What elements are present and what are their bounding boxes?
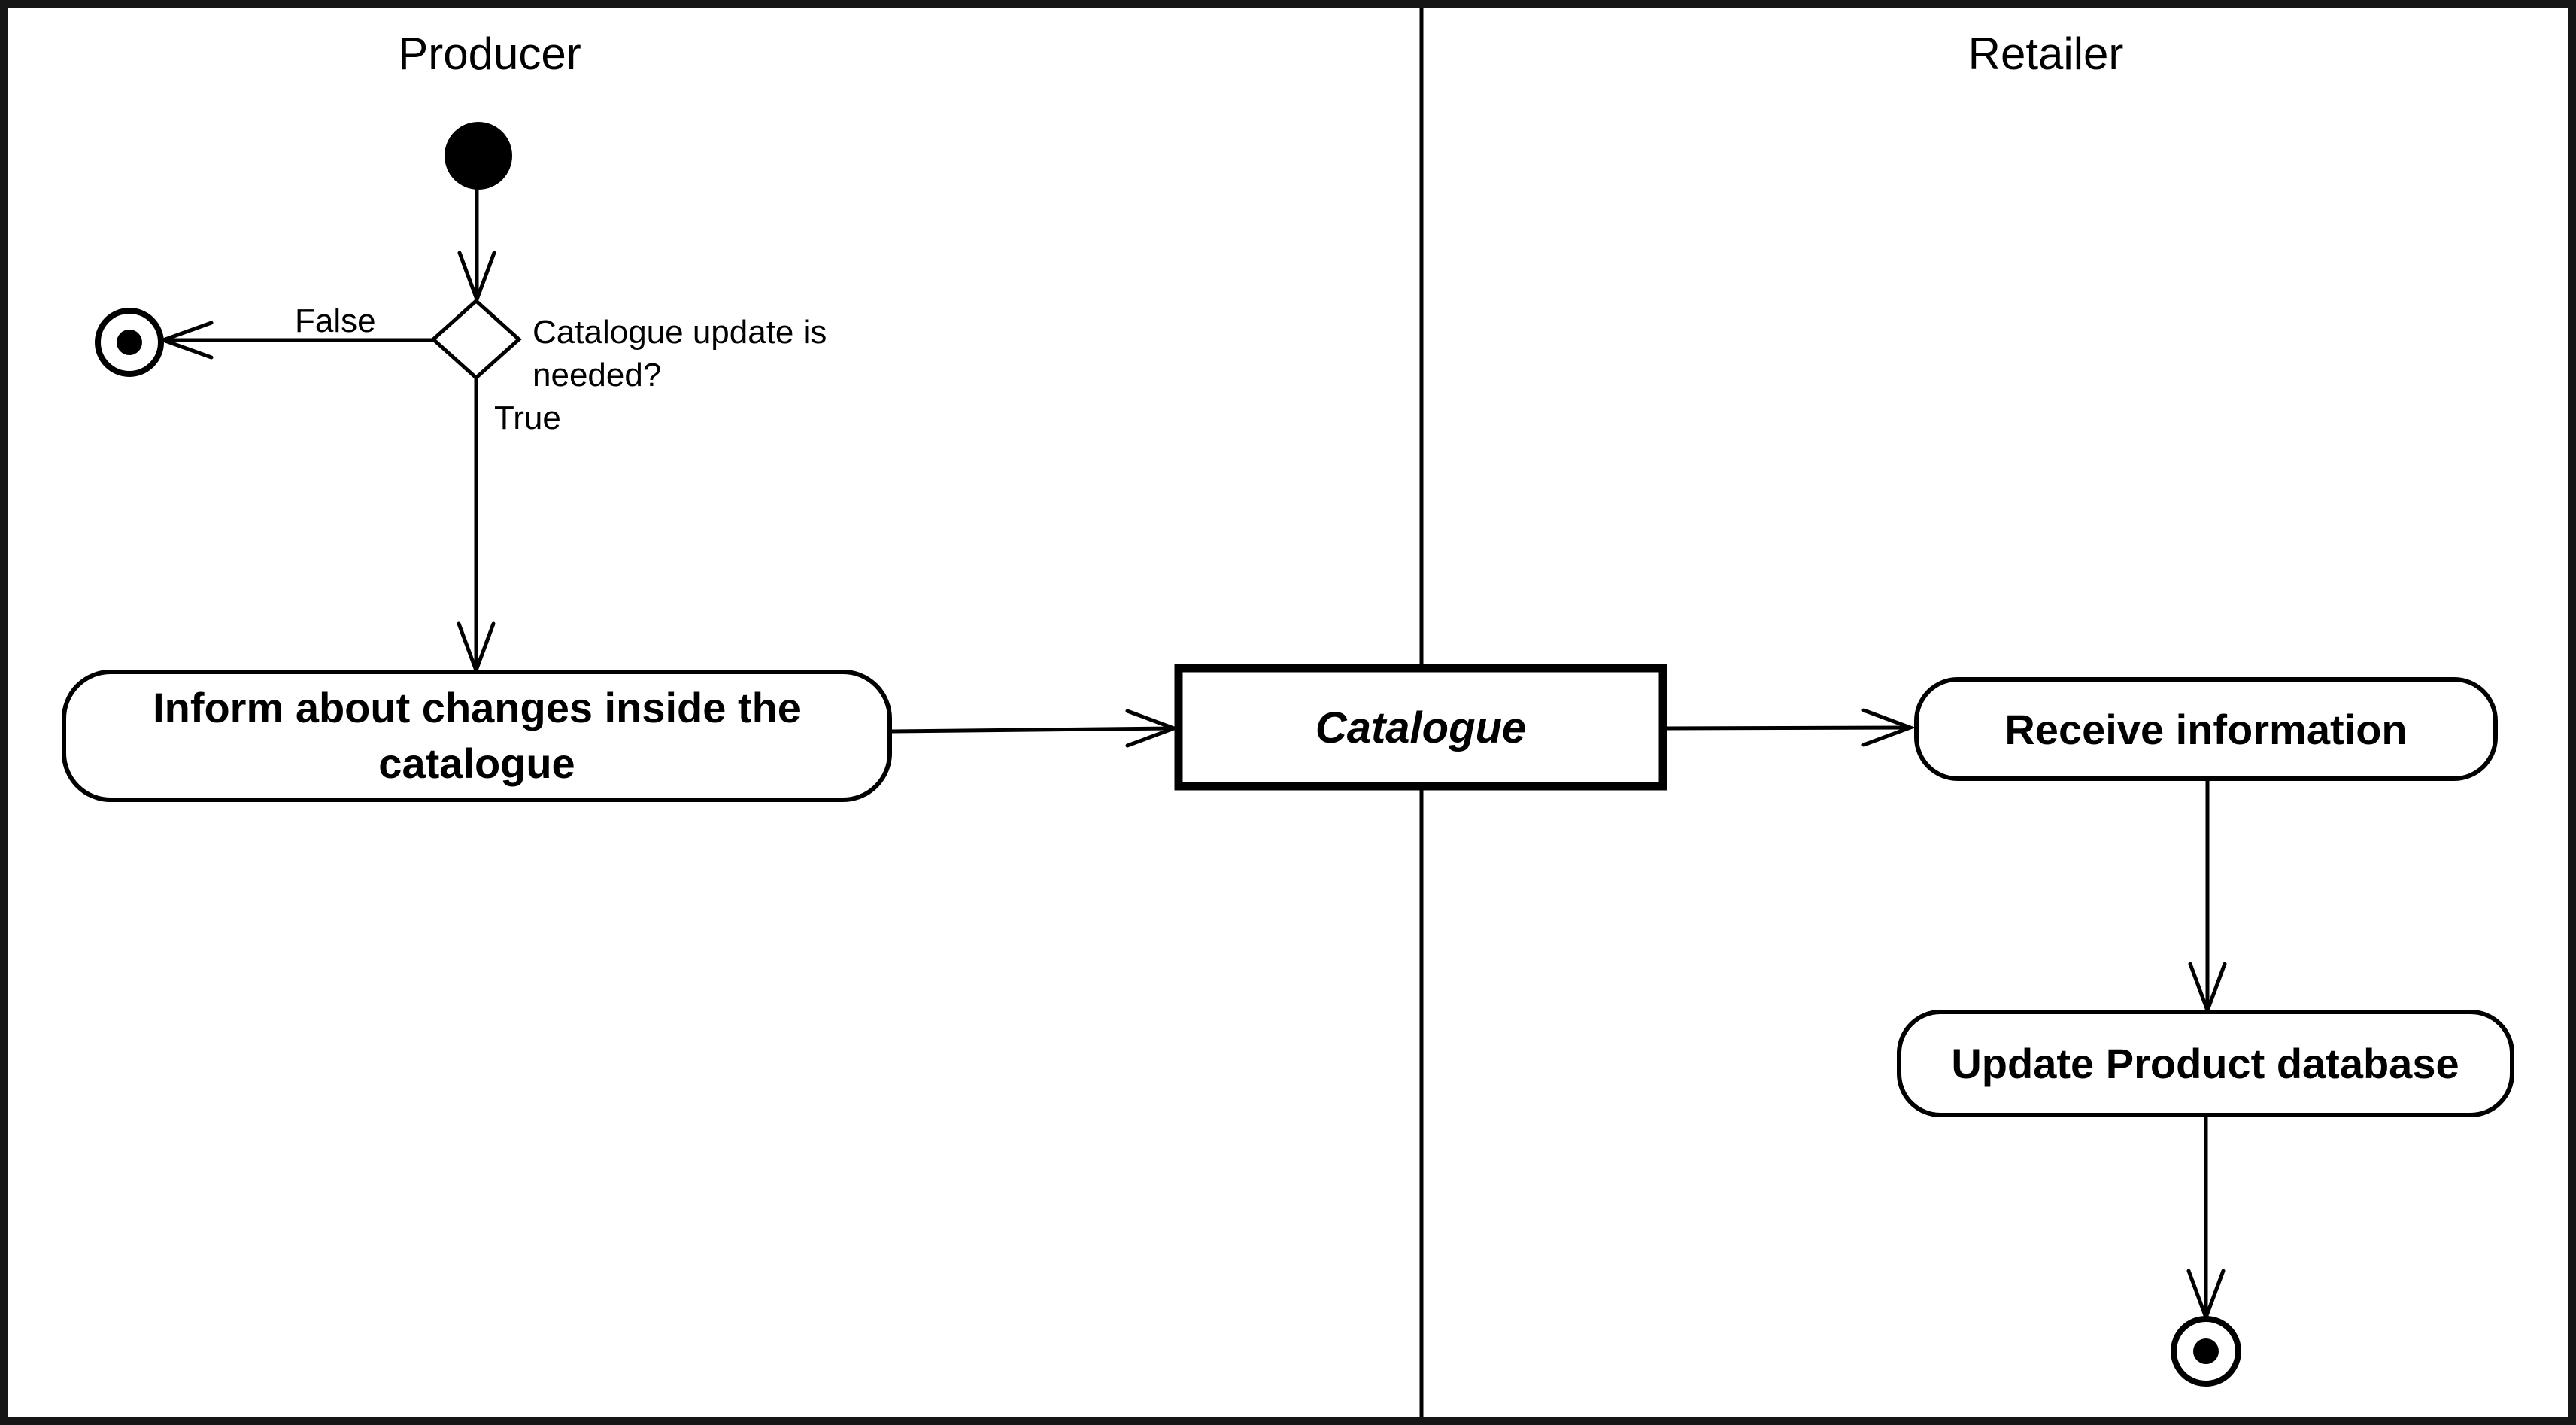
final-node-producer — [95, 308, 164, 377]
activity-inform-about-changes: Inform about changes inside the catalogu… — [62, 670, 892, 802]
arrowhead-right-icon — [1125, 709, 1180, 748]
initial-node — [445, 122, 512, 190]
lane-title-retailer: Retailer — [1968, 29, 2124, 79]
decision-question-label: Catalogue update is needed? — [532, 314, 827, 393]
final-node-dot — [117, 330, 142, 355]
final-node-dot — [2193, 1338, 2219, 1364]
object-label: Catalogue — [1315, 703, 1526, 752]
svg-text:Catalogue update is: Catalogue update is — [532, 314, 827, 351]
decision-diamond — [430, 298, 522, 381]
final-node-retailer — [2171, 1316, 2241, 1387]
edge-label-true: True — [494, 400, 561, 436]
edge-label-false: False — [295, 302, 376, 339]
object-node-catalogue: Catalogue — [1174, 664, 1667, 791]
arrowhead-right-icon — [1861, 708, 1916, 747]
activity-label: Inform about changes inside the — [153, 684, 801, 731]
activity-label: Receive information — [2004, 706, 2407, 753]
activity-update-product-database: Update Product database — [1897, 1010, 2514, 1117]
activity-label: catalogue — [378, 740, 575, 787]
lane-title-producer: Producer — [398, 29, 581, 79]
edge-inform-to-catalogue — [891, 709, 1180, 748]
activity-receive-information: Receive information — [1914, 677, 2498, 781]
activity-label: Update Product database — [1951, 1040, 2459, 1087]
svg-text:needed?: needed? — [532, 357, 661, 393]
edge-catalogue-to-receive — [1664, 708, 1916, 747]
